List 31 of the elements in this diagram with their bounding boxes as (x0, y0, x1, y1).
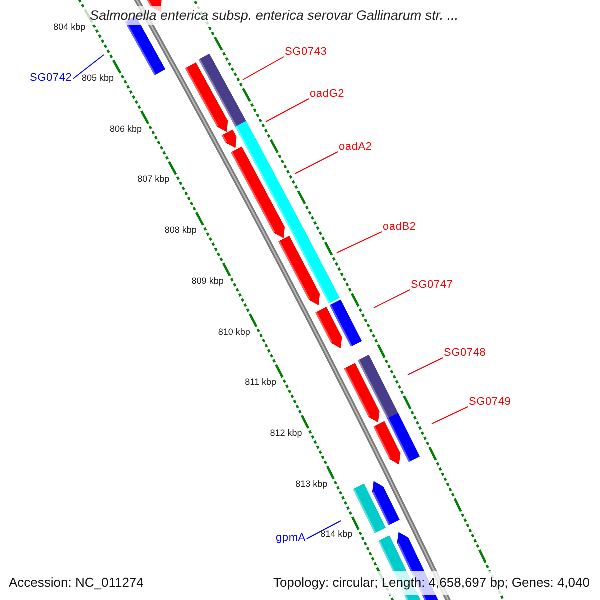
leader-line (294, 152, 338, 174)
leader-line (242, 56, 284, 80)
leader-line (408, 358, 444, 376)
gene-label: SG0749 (469, 396, 512, 408)
scale-label: 806 kbp (110, 124, 142, 134)
gene-label: oadB2 (383, 221, 416, 233)
accession-text: Accession: NC_011274 (9, 575, 144, 590)
leader-line (266, 98, 310, 122)
scale-label: 814 kbp (320, 529, 353, 540)
scale-label: 807 kbp (138, 174, 170, 184)
genome-summary-text: Topology: circular; Length: 4,658,697 bp; Genes: 4,040 (273, 575, 590, 590)
leader-line (336, 232, 382, 254)
gene-label: oadG2 (310, 88, 345, 100)
scale-label: 810 kbp (218, 326, 250, 337)
leader-line (306, 520, 342, 540)
scale-label: 812 kbp (270, 428, 302, 438)
leader-line (432, 406, 468, 424)
scale-label: 804 kbp (54, 22, 86, 32)
gene-label: gpmA (276, 532, 306, 544)
gene-label: SG0742 (30, 72, 72, 84)
scale-label: 805 kbp (82, 72, 114, 83)
scale-label: 809 kbp (192, 276, 224, 286)
leader-line (374, 290, 410, 308)
scale-label: 811 kbp (245, 377, 276, 388)
gene-label: SG0748 (444, 347, 486, 359)
leader-line (72, 54, 104, 80)
gene-label: SG0747 (411, 279, 454, 291)
gene-label: SG0743 (285, 46, 328, 58)
scale-label: 808 kbp (164, 225, 197, 236)
gene-label: oadA2 (339, 141, 372, 153)
scale-label: 813 kbp (296, 478, 328, 489)
